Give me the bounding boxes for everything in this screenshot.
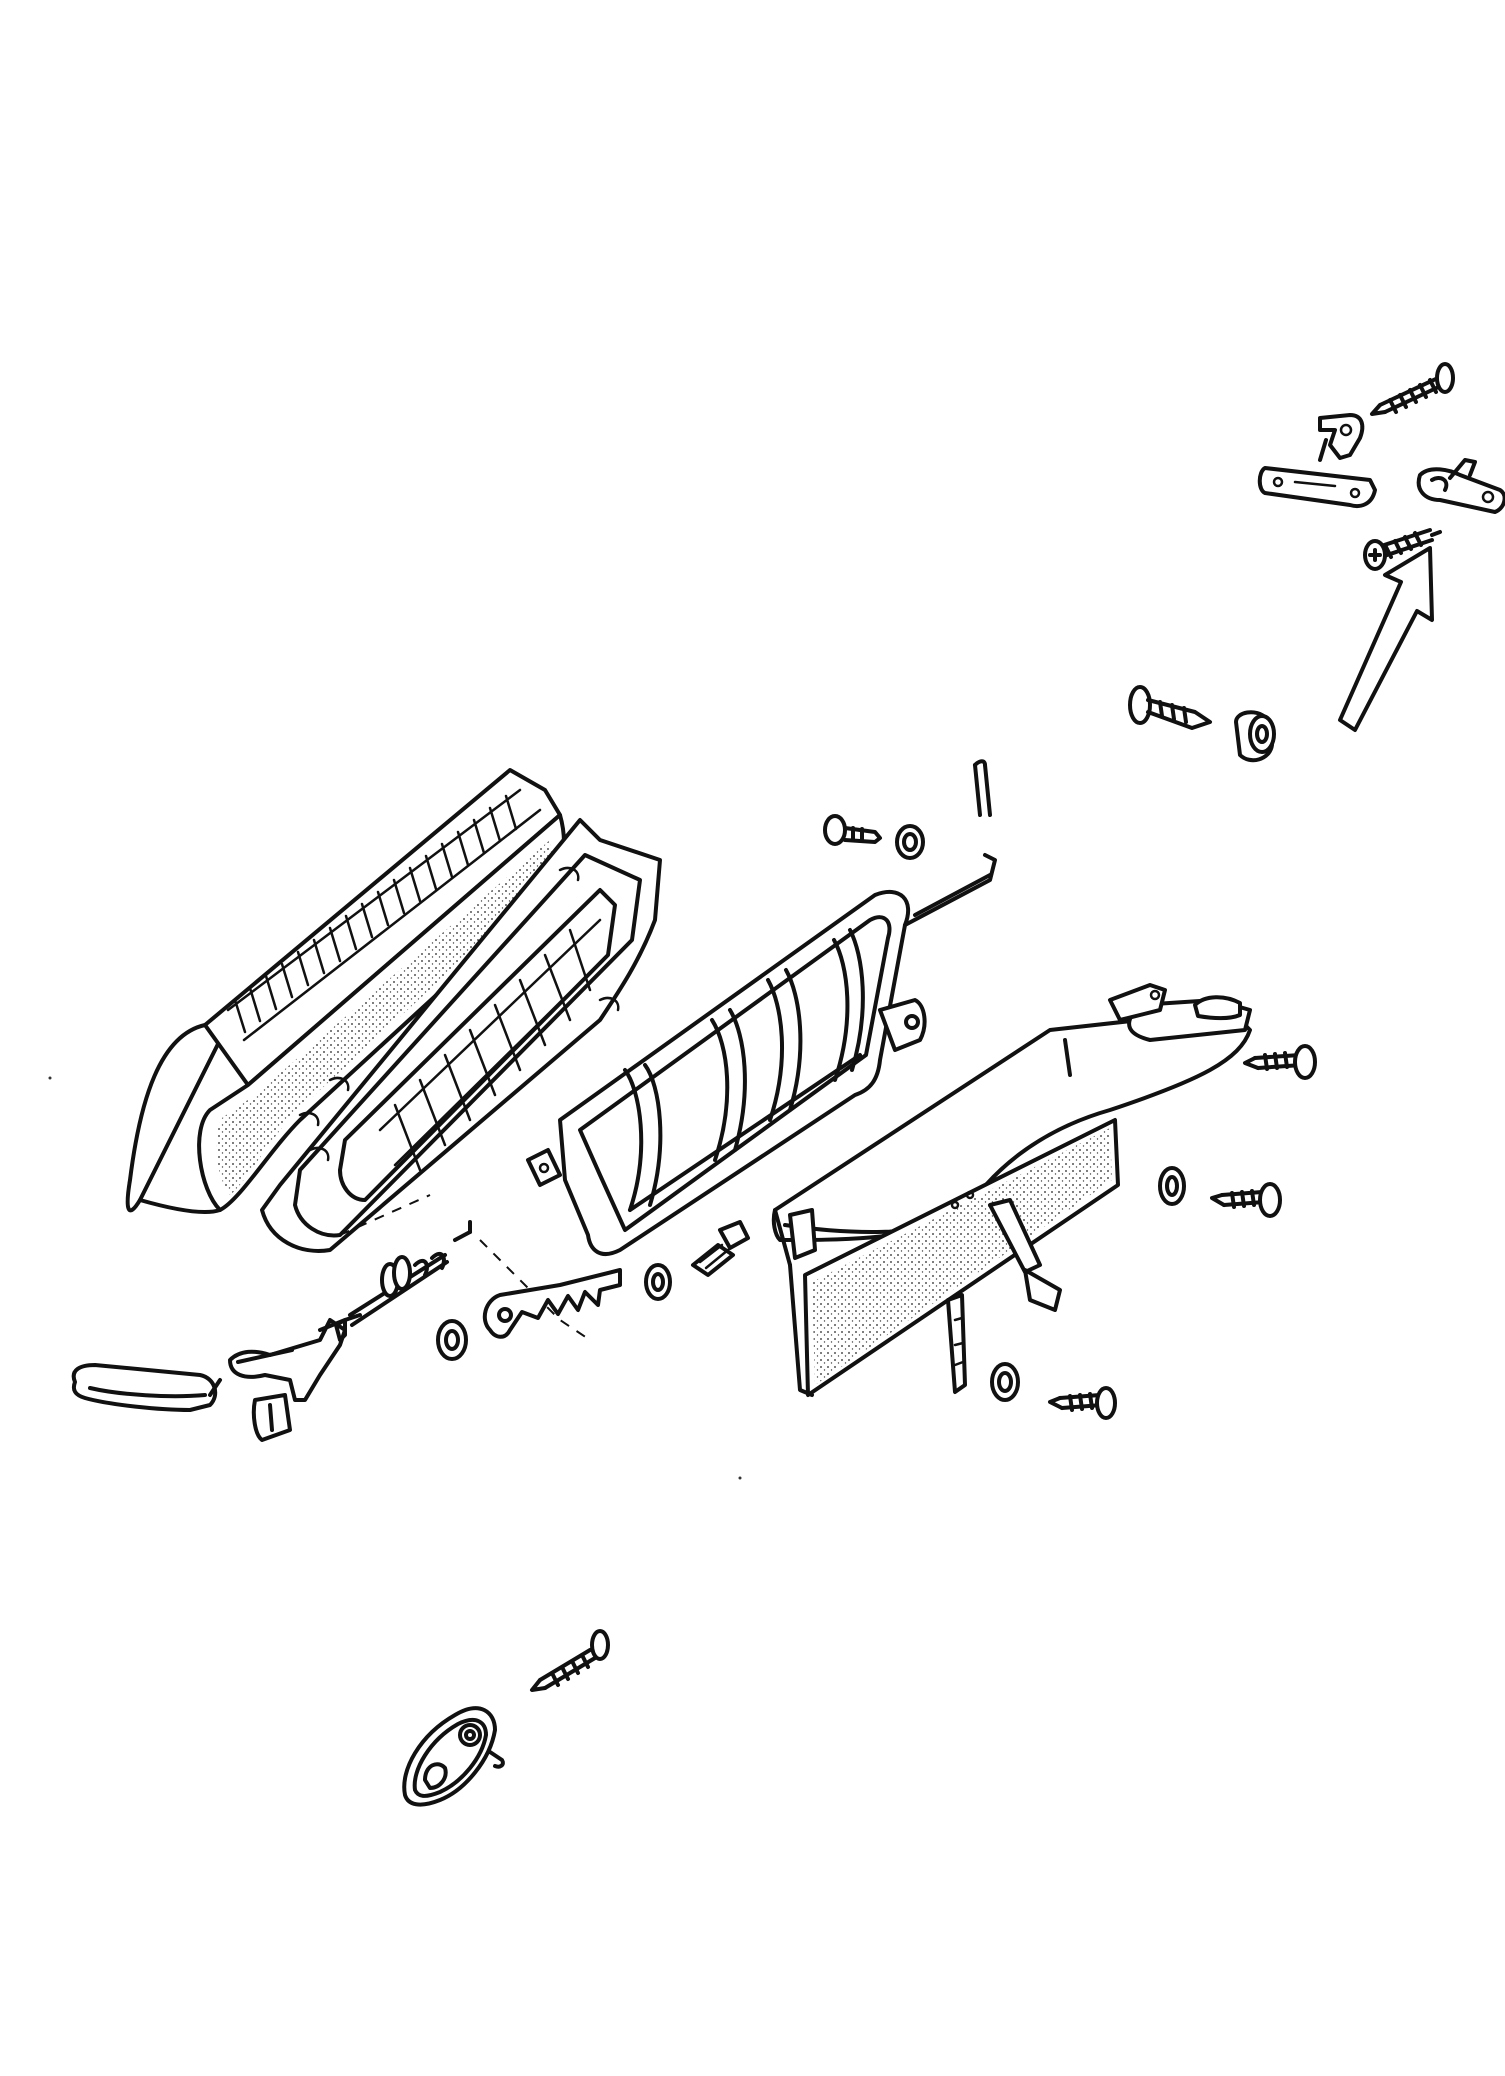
arrow-up-right-icon <box>1338 546 1434 732</box>
screw-panel-3 <box>1048 1386 1117 1420</box>
side-trim-panel <box>771 983 1252 1397</box>
seat-cushion <box>125 768 566 1214</box>
upper-clip <box>973 759 992 817</box>
screw-mid-right <box>1363 528 1442 571</box>
grommet <box>402 1706 505 1807</box>
pivot-bolt <box>691 1220 750 1277</box>
stray-dot <box>738 1476 742 1480</box>
strap <box>71 1363 222 1412</box>
release-lever <box>228 1253 449 1442</box>
screw-panel-2 <box>1210 1182 1282 1218</box>
screw-frame-top <box>823 814 882 846</box>
screw-bushing-left <box>1128 685 1212 730</box>
screw-top-right <box>1370 362 1455 416</box>
washer-icon <box>644 1263 672 1301</box>
washer-icon <box>1158 1166 1186 1206</box>
catch-plate <box>1416 458 1505 514</box>
washer-icon <box>436 1319 468 1361</box>
cushion-frame <box>260 818 662 1253</box>
backrest-frame <box>482 853 997 1339</box>
screw-grommet <box>530 1629 610 1692</box>
frame-springs <box>378 918 602 1172</box>
spring-clip <box>334 1220 472 1342</box>
stray-dot <box>48 1076 52 1080</box>
hinge-bracket <box>1257 413 1377 509</box>
washer-icon <box>895 824 925 860</box>
screw-panel-1 <box>1243 1044 1317 1080</box>
bushing <box>1234 710 1276 763</box>
washers <box>436 824 1186 1402</box>
cushion-ribs <box>233 794 518 1034</box>
washer-icon <box>990 1362 1020 1402</box>
